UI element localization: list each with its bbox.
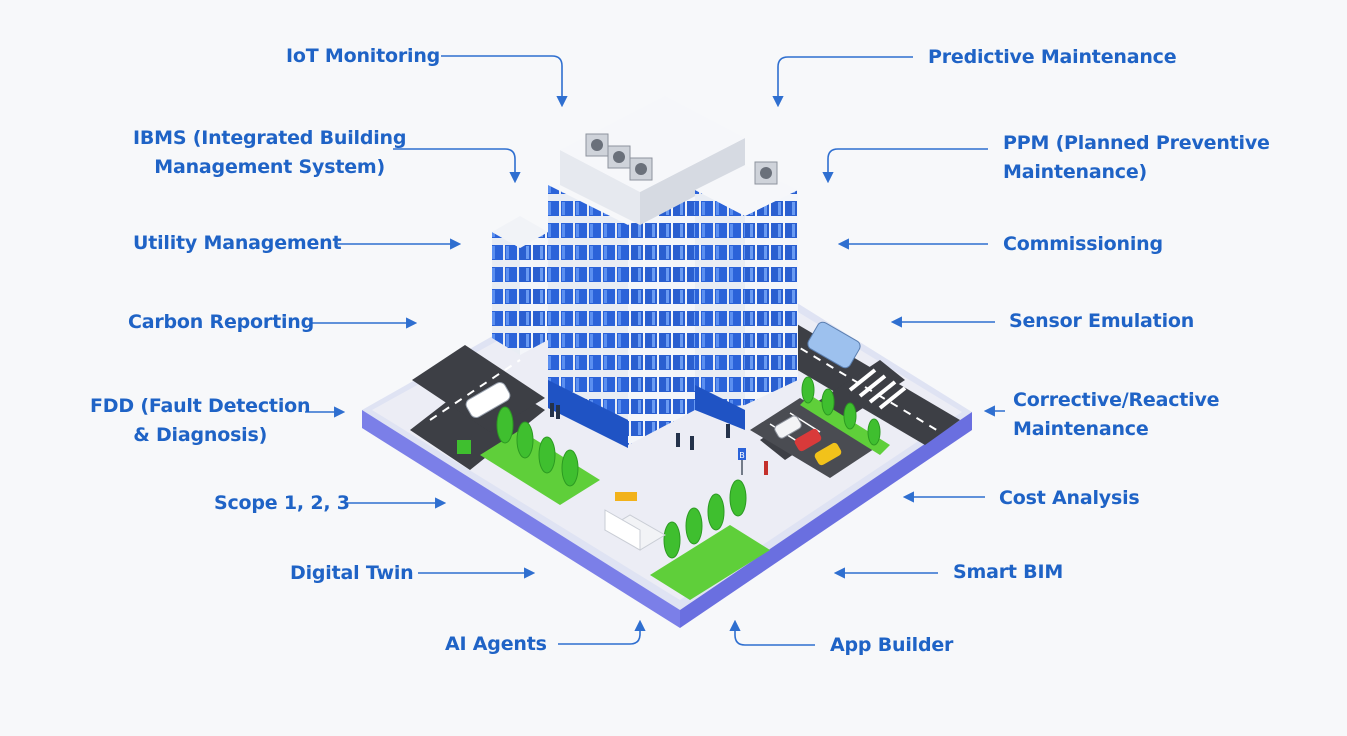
people [550, 403, 768, 475]
label-smart-bim: Smart BIM [953, 561, 1064, 583]
rooftop-hvac-units [585, 133, 778, 185]
label-ibms: IBMS (Integrated Building Management Sys… [133, 127, 407, 178]
label-corrective-reactive: Corrective/Reactive Maintenance [1013, 389, 1220, 440]
vehicles [465, 321, 861, 466]
label-scope: Scope 1, 2, 3 [214, 492, 350, 514]
main-tower [548, 96, 798, 448]
bus-stop: B [457, 440, 746, 475]
kiosk [604, 492, 666, 551]
side-building [492, 216, 548, 355]
label-commissioning: Commissioning [1003, 233, 1163, 255]
bus-stop-letter: B [739, 451, 745, 460]
label-digital-twin: Digital Twin [290, 562, 414, 584]
trees [496, 376, 881, 559]
label-sensor-emulation: Sensor Emulation [1009, 310, 1195, 332]
label-utility-management: Utility Management [133, 232, 342, 254]
label-carbon-reporting: Carbon Reporting [128, 311, 314, 333]
label-predictive-maintenance: Predictive Maintenance [928, 46, 1177, 68]
label-fdd: FDD (Fault Detection & Diagnosis) [90, 395, 311, 446]
label-ai-agents: AI Agents [445, 633, 547, 655]
label-ppm: PPM (Planned Preventive Maintenance) [1003, 132, 1270, 183]
label-iot-monitoring: IoT Monitoring [286, 45, 441, 67]
connector-arrows [305, 55, 1005, 646]
label-cost-analysis: Cost Analysis [999, 487, 1140, 509]
label-app-builder: App Builder [830, 634, 954, 656]
